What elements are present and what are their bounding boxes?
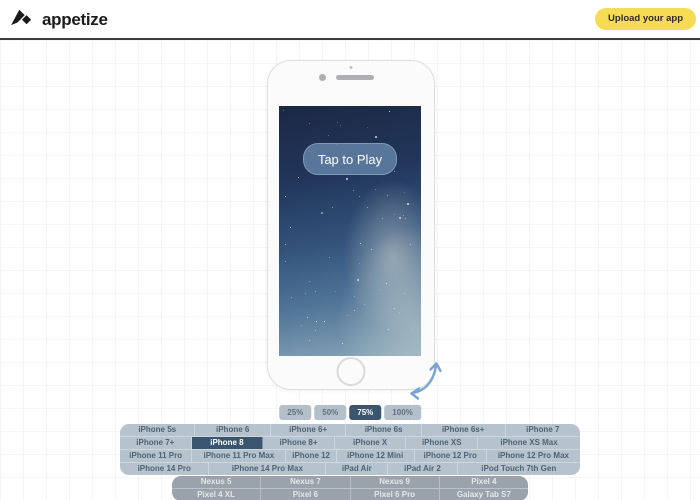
- zoom-option[interactable]: 50%: [314, 405, 347, 420]
- device-button[interactable]: iPhone 12 Pro: [415, 450, 487, 462]
- appetize-logo-icon: [10, 7, 34, 32]
- device-button[interactable]: iPhone 14 Pro Max: [209, 463, 327, 475]
- device-button[interactable]: iPhone XS: [406, 437, 479, 449]
- device-button[interactable]: iPhone 7+: [120, 437, 192, 449]
- device-button[interactable]: iPhone 12: [286, 450, 337, 462]
- home-button[interactable]: [336, 357, 366, 386]
- device-button[interactable]: Nexus 9: [351, 476, 440, 488]
- device-button[interactable]: iPhone 5s: [120, 424, 196, 436]
- speaker-icon: [336, 75, 374, 80]
- header: appetize Upload your app: [0, 0, 700, 40]
- device-button[interactable]: iPad Air 2: [388, 463, 458, 475]
- rotate-device-icon[interactable]: [406, 356, 444, 405]
- phone-frame: Tap to Play: [267, 60, 435, 390]
- device-button[interactable]: iPad Air: [326, 463, 389, 475]
- device-button[interactable]: Pixel 6 Pro: [351, 489, 440, 500]
- phone-screen[interactable]: Tap to Play: [279, 106, 421, 356]
- device-button[interactable]: iPhone XS Max: [500, 438, 558, 447]
- device-button[interactable]: iPhone 11 Pro Max: [192, 450, 287, 462]
- tap-to-play-button[interactable]: Tap to Play: [303, 143, 397, 175]
- zoom-option[interactable]: 25%: [279, 405, 312, 420]
- device-button[interactable]: iPhone 12 Mini: [337, 450, 415, 462]
- device-button[interactable]: iPhone 14 Pro: [120, 463, 210, 475]
- device-button[interactable]: iPhone 7: [526, 425, 560, 434]
- logo[interactable]: appetize: [10, 7, 108, 32]
- device-button[interactable]: iPhone 6+: [271, 424, 347, 436]
- device-button[interactable]: iPhone 6s+: [422, 424, 506, 436]
- device-button[interactable]: iPod Touch 7th Gen: [481, 464, 557, 473]
- device-button[interactable]: iPhone 12 Pro Max: [497, 451, 569, 460]
- proximity-sensor-icon: [349, 66, 353, 69]
- device-button[interactable]: Nexus 5: [172, 476, 262, 488]
- zoom-controls: 25%50%75%100%: [279, 405, 421, 420]
- device-button[interactable]: Galaxy Tab S7: [456, 490, 511, 499]
- device-button[interactable]: iPhone 8: [191, 437, 264, 449]
- upload-app-button[interactable]: Upload your app: [595, 8, 696, 30]
- zoom-option[interactable]: 100%: [384, 405, 421, 420]
- device-button[interactable]: iPhone 6s: [346, 424, 422, 436]
- device-button[interactable]: iPhone X: [335, 437, 407, 449]
- device-button[interactable]: Pixel 4 XL: [172, 489, 262, 500]
- device-button[interactable]: Nexus 7: [261, 476, 351, 488]
- logo-text: appetize: [42, 9, 108, 29]
- camera-icon: [319, 74, 326, 81]
- device-button[interactable]: iPhone 6: [195, 424, 271, 436]
- zoom-option[interactable]: 75%: [349, 405, 382, 420]
- device-button[interactable]: iPhone 11 Pro: [120, 450, 193, 462]
- device-button[interactable]: Pixel 6: [261, 489, 351, 500]
- device-button[interactable]: iPhone 8+: [263, 437, 335, 449]
- device-button[interactable]: Pixel 4: [471, 477, 497, 486]
